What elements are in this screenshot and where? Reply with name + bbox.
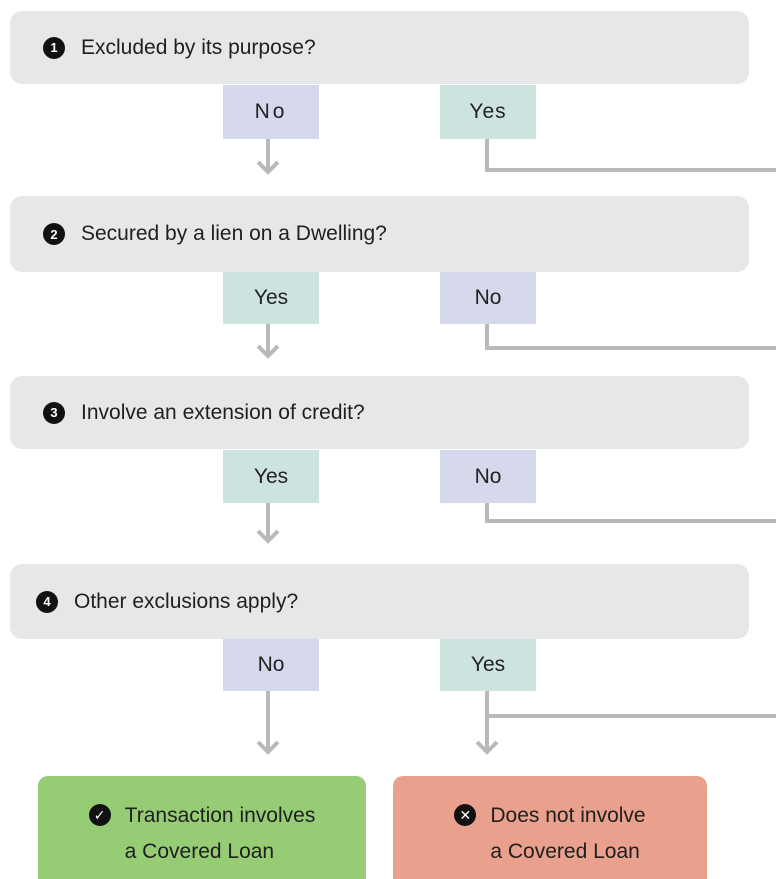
answer-no-step2: No (440, 272, 536, 324)
exit-line-step1 (485, 138, 776, 172)
result-text: Transaction involves a Covered Loan (125, 798, 316, 870)
result-line-1: Transaction involves (124, 804, 316, 827)
result-not-covered-loan: ✕ Does not involve a Covered Loan (393, 776, 707, 879)
question-box-1: 1 Excluded by its purpose? (10, 11, 749, 84)
answer-no-step1: No (223, 85, 319, 139)
question-box-4: 4 Other exclusions apply? (10, 564, 749, 639)
step-number-badge: 4 (36, 590, 58, 613)
arrowhead-step4-left (256, 740, 280, 755)
answer-yes-step4: Yes (440, 639, 536, 691)
exit-line-step2 (485, 324, 776, 350)
arrowhead-step1 (256, 160, 280, 175)
result-line-1: Does not involve (490, 804, 646, 827)
answer-yes-step3: Yes (223, 450, 319, 503)
question-box-2: 2 Secured by a lien on a Dwelling? (10, 196, 749, 272)
x-circle-icon: ✕ (454, 804, 477, 826)
step-number-badge: 1 (43, 36, 65, 59)
exit-line-step3 (485, 503, 776, 523)
question-text: Other exclusions apply? (74, 589, 299, 613)
result-line-2: a Covered Loan (124, 840, 275, 863)
question-text: Secured by a lien on a Dwelling? (81, 222, 387, 245)
answer-no-step3: No (440, 450, 536, 503)
result-line-2: a Covered Loan (490, 840, 640, 863)
question-text: Excluded by its purpose? (81, 35, 316, 59)
answer-yes-step1: Yes (440, 85, 536, 139)
answer-no-step4: No (223, 639, 319, 691)
arrowhead-step4-right (475, 740, 499, 755)
step-number-badge: 2 (43, 223, 65, 245)
result-covered-loan: ✓ Transaction involves a Covered Loan (38, 776, 366, 879)
question-box-3: 3 Involve an extension of credit? (10, 376, 749, 449)
arrowhead-step2 (256, 344, 280, 359)
step-number-badge: 3 (43, 401, 65, 424)
answer-yes-step2: Yes (223, 272, 319, 324)
arrowhead-step3 (256, 529, 280, 544)
check-circle-icon: ✓ (88, 804, 111, 826)
question-text: Involve an extension of credit? (81, 400, 365, 424)
result-text: Does not involve a Covered Loan (490, 798, 645, 870)
